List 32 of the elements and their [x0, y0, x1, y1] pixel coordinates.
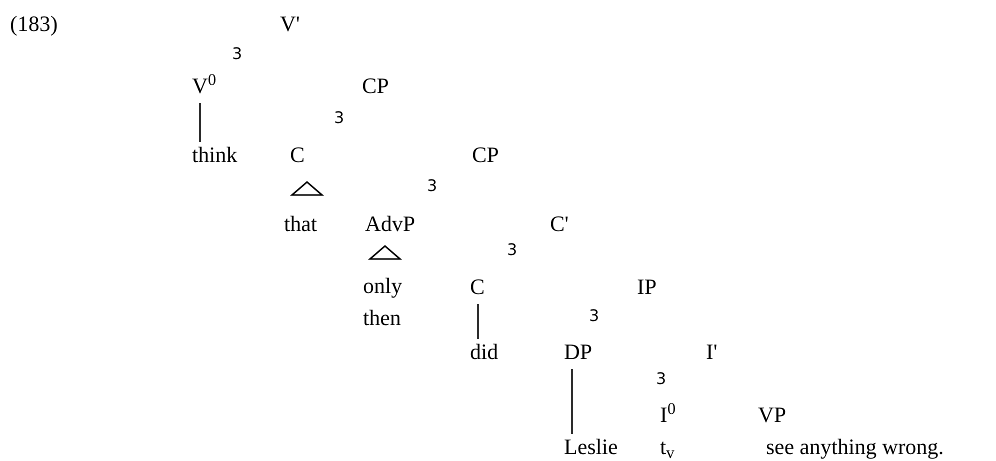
tree-node-label: C — [470, 271, 485, 303]
tree-node-label: that — [284, 208, 317, 240]
tree-node-label: VP — [758, 399, 786, 431]
tree-node-label: DP — [564, 336, 592, 368]
branch-mark: 3 — [427, 176, 438, 196]
tree-node-label: CP — [362, 70, 389, 102]
tree-node-label: V$^{0}$ — [192, 70, 216, 102]
tree-node-label: only then — [363, 270, 423, 334]
tree-node-label: think — [192, 139, 238, 171]
tree-branch-line — [477, 304, 479, 339]
triangle-symbol — [368, 244, 402, 261]
tree-node-label: t$_{v}$ — [660, 431, 674, 461]
tree-node-label: Leslie — [564, 431, 618, 461]
tree-branch-line — [571, 369, 573, 434]
branch-mark: 3 — [232, 44, 242, 64]
branch-mark: 3 — [507, 240, 518, 260]
tree-branch-line — [199, 103, 201, 142]
tree-node-label: see anything wrong. — [766, 431, 944, 461]
tree-node-label: V' — [280, 8, 300, 40]
tree-node-label: I$^{0}$ — [660, 399, 676, 431]
triangle-symbol — [290, 180, 324, 197]
branch-mark: 3 — [334, 108, 344, 128]
tree-node-label: C' — [550, 208, 569, 240]
tree-node-label: CP — [472, 139, 499, 171]
tree-node-label: C — [290, 139, 305, 171]
tree-node-label: I' — [706, 336, 718, 368]
tree-node-label: did — [470, 336, 498, 368]
example-number: (183) — [10, 10, 58, 38]
tree-node-label: IP — [637, 271, 657, 303]
branch-mark: 3 — [656, 369, 666, 389]
tree-node-label: AdvP — [365, 208, 416, 240]
branch-mark: 3 — [589, 306, 600, 326]
